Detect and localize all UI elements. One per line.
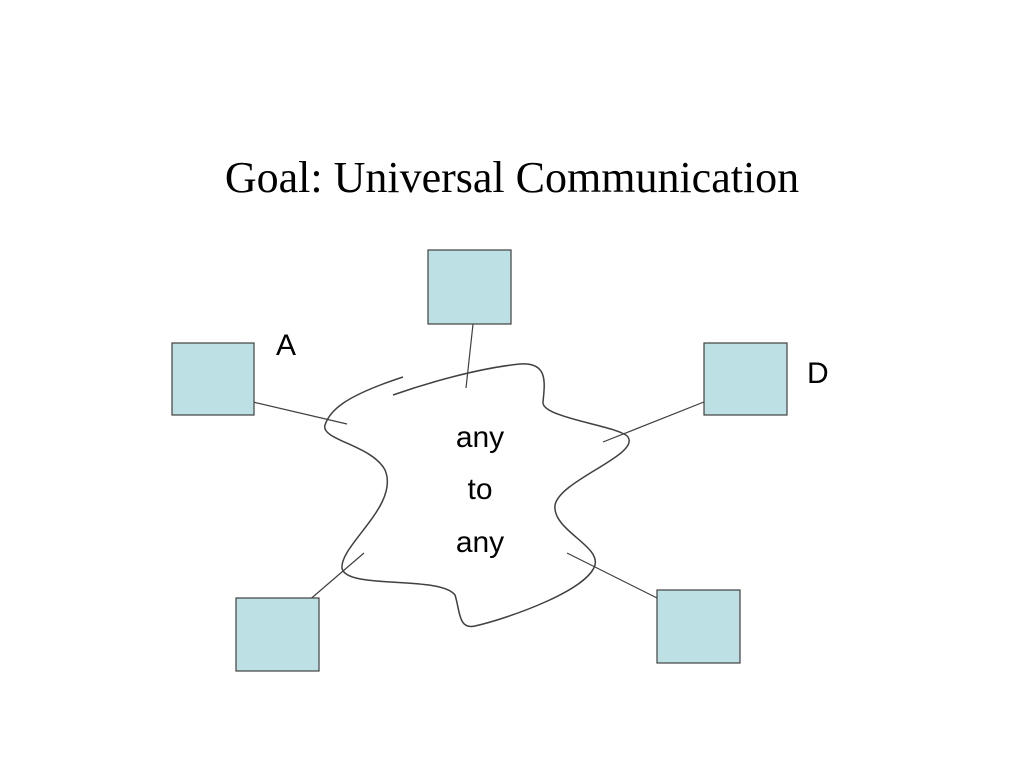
cloud-outline bbox=[324, 363, 630, 628]
cloud-line-1: any bbox=[456, 421, 504, 454]
connection-d bbox=[602, 397, 715, 443]
network-cloud: any to any bbox=[324, 363, 630, 628]
node-bottom-right bbox=[656, 589, 741, 664]
node-label-d: D bbox=[807, 357, 829, 390]
node-bottom-left bbox=[235, 597, 320, 672]
cloud-line-2: to bbox=[467, 473, 492, 506]
node-label-a: A bbox=[276, 329, 296, 362]
nodes bbox=[171, 249, 788, 672]
connections bbox=[235, 305, 715, 609]
node-a bbox=[171, 342, 255, 416]
cloud-line-3: any bbox=[456, 526, 504, 559]
page-title: Goal: Universal Communication bbox=[224, 153, 800, 202]
node-top bbox=[427, 249, 512, 325]
node-d bbox=[703, 342, 788, 416]
